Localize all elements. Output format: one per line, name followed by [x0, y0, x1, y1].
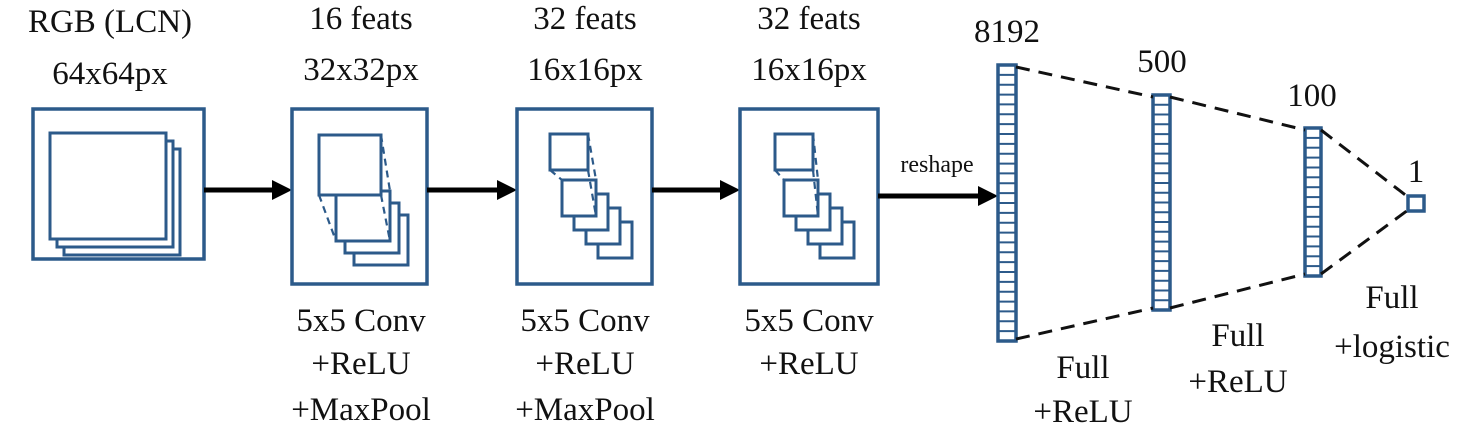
fc-connectors: [1015, 65, 1409, 341]
fc2-units: 500: [1137, 44, 1187, 80]
conv3-op-line2: +ReLU: [759, 346, 858, 382]
fc1-op-line1: Full: [1056, 350, 1109, 386]
input-channel-1: [48, 131, 168, 241]
connector-fc2-fc3-top: [1169, 95, 1306, 132]
conv3-size: 16x16px: [751, 52, 867, 88]
conv3-map-2: [782, 178, 820, 218]
fc1-layer: [996, 63, 1018, 343]
input-block: [31, 107, 206, 261]
arrow-conv2-to-conv3: [652, 180, 740, 200]
conv3-block: [738, 107, 880, 286]
connector-fc3-out-bottom: [1320, 208, 1409, 276]
conv1-block: [290, 107, 429, 286]
conv1-op-line1: 5x5 Conv: [296, 303, 426, 339]
connector-fc1-fc2-top: [1015, 65, 1154, 99]
arrow-input-to-conv1: [204, 180, 292, 200]
conv1-feats: 16 feats: [309, 1, 413, 37]
fc3-column: [1303, 126, 1323, 278]
conv2-op-line1: 5x5 Conv: [520, 303, 650, 339]
fc3-layer: [1303, 126, 1323, 278]
fc1-op-line2: +ReLU: [1033, 394, 1132, 430]
connector-fc2-fc3-bottom: [1169, 272, 1306, 310]
connector-fc1-fc2-bottom: [1015, 306, 1154, 341]
arrow-reshape: [878, 186, 998, 206]
conv2-feats: 32 feats: [533, 1, 637, 37]
conv3-op-line1: 5x5 Conv: [744, 303, 874, 339]
fc3-op-line2: +logistic: [1334, 329, 1450, 365]
output-units: 1: [1408, 154, 1425, 190]
input-title: RGB (LCN): [28, 4, 192, 40]
conv1-kernel: [317, 133, 383, 197]
conv2-map-2: [560, 178, 598, 218]
conv2-op-line2: +ReLU: [535, 346, 634, 382]
conv1-size: 32x32px: [303, 52, 419, 88]
conv1-op-line3: +MaxPool: [291, 392, 431, 428]
conv2-size: 16x16px: [527, 52, 643, 88]
conv1-op-line2: +ReLU: [311, 346, 410, 382]
input-size: 64x64px: [52, 56, 168, 92]
conv3-kernel: [773, 132, 815, 172]
fc3-op-line1: Full: [1365, 280, 1418, 316]
fc2-layer: [1151, 93, 1172, 312]
conv2-block: [515, 107, 654, 286]
output-node: [1406, 194, 1426, 213]
fc1-units: 8192: [974, 14, 1040, 50]
reshape-label: reshape: [900, 152, 973, 178]
arrow-conv1-to-conv2: [427, 180, 517, 200]
connector-fc3-out-top: [1320, 128, 1409, 199]
conv2-op-line3: +MaxPool: [515, 392, 655, 428]
conv2-kernel: [548, 132, 590, 172]
fc3-units: 100: [1287, 78, 1337, 114]
fc2-op-line2: +ReLU: [1188, 364, 1287, 400]
fc2-op-line1: Full: [1211, 318, 1264, 354]
conv3-feats: 32 feats: [757, 1, 861, 37]
